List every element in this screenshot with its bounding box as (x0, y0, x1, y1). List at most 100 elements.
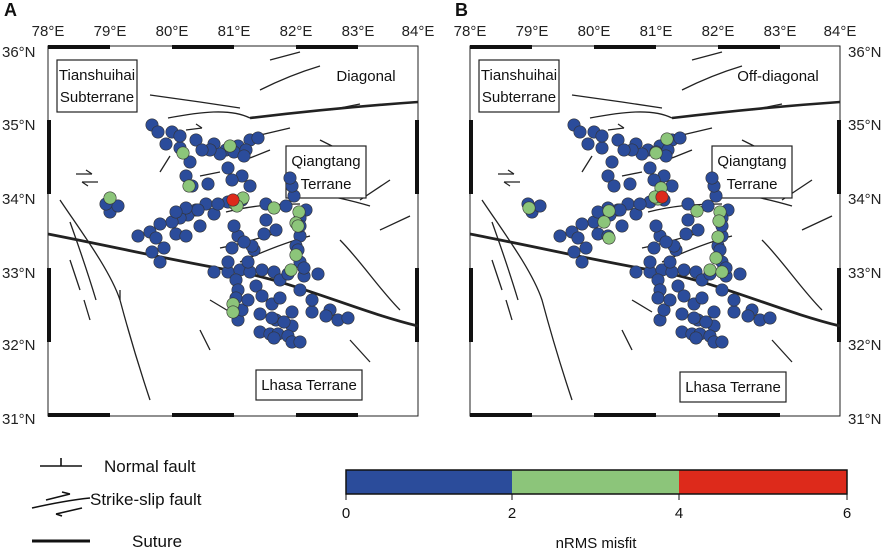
colorbar-bin (679, 470, 847, 494)
stations-b (521, 118, 777, 349)
station-blue (573, 125, 587, 139)
station-blue (733, 267, 747, 281)
tianshuihai-box: Tianshuihai Subterrane (478, 59, 560, 113)
station-blue (191, 203, 205, 217)
lon-label: 80°E (156, 23, 189, 40)
lhasa-label: Lhasa Terrane (685, 379, 781, 396)
station-blue (145, 245, 159, 259)
qiangtang-label-2: Terrane (727, 176, 778, 193)
strike-slip-fault-label: Strike-slip fault (90, 490, 202, 509)
station-blue (575, 255, 589, 269)
station-blue (681, 197, 695, 211)
station-blue (255, 263, 269, 277)
station-green (182, 179, 196, 193)
station-green (709, 251, 723, 265)
lat-label: 34°N (2, 191, 36, 208)
normal-fault-label: Normal fault (104, 457, 196, 476)
station-green (291, 219, 305, 233)
station-blue (237, 149, 251, 163)
colorbar-tick: 0 (342, 505, 350, 522)
station-blue (157, 241, 171, 255)
station-blue (243, 179, 257, 193)
lon-label: 83°E (764, 23, 797, 40)
station-green (649, 146, 663, 160)
station-blue (571, 231, 585, 245)
station-blue (601, 169, 615, 183)
station-blue (179, 229, 193, 243)
station-blue (715, 283, 729, 297)
station-red (226, 193, 240, 207)
station-green (597, 215, 611, 229)
station-blue (741, 309, 755, 323)
station-blue (283, 171, 297, 185)
station-blue (151, 125, 165, 139)
lon-labels-a: 78°E 79°E 80°E 81°E 82°E 83°E 84°E (32, 23, 435, 40)
station-blue (633, 197, 647, 211)
station-blue (285, 305, 299, 319)
tianshuihai-label-2: Subterrane (60, 89, 134, 106)
lon-label: 81°E (640, 23, 673, 40)
qiangtang-label-2: Terrane (301, 176, 352, 193)
station-blue (567, 245, 581, 259)
colorbar-tick: 6 (843, 505, 851, 522)
map-border-ticks (47, 45, 419, 417)
station-green (712, 214, 726, 228)
colorbar: 0 2 4 6 nRMS misfit (342, 469, 851, 552)
station-blue (595, 129, 609, 143)
station-blue (763, 311, 777, 325)
station-blue (227, 219, 241, 233)
station-green (690, 204, 704, 218)
station-blue (277, 315, 291, 329)
station-blue (305, 305, 319, 319)
panel-a-mode-label: Diagonal (336, 68, 395, 85)
station-blue (253, 307, 267, 321)
station-blue (649, 219, 663, 233)
station-blue (613, 203, 627, 217)
station-blue (691, 223, 705, 237)
stations-a (99, 118, 355, 349)
station-blue (341, 311, 355, 325)
station-blue (677, 263, 691, 277)
station-green (267, 201, 281, 215)
station-blue (727, 305, 741, 319)
station-blue (643, 255, 657, 269)
station-blue (169, 205, 183, 219)
colorbar-tick: 4 (675, 505, 683, 522)
station-blue (305, 293, 319, 307)
station-green (284, 263, 298, 277)
lhasa-box: Lhasa Terrane (255, 369, 363, 401)
station-blue (153, 217, 167, 231)
station-green (176, 146, 190, 160)
station-blue (659, 235, 673, 249)
lon-label: 82°E (280, 23, 313, 40)
station-blue (267, 331, 281, 345)
station-blue (319, 309, 333, 323)
tianshuihai-label-2: Subterrane (482, 89, 556, 106)
station-blue (615, 219, 629, 233)
station-blue (265, 311, 279, 325)
lon-label: 80°E (578, 23, 611, 40)
station-blue (279, 199, 293, 213)
lat-label: 31°N (848, 411, 882, 428)
station-blue (695, 291, 709, 305)
station-blue (259, 213, 273, 227)
station-blue (699, 315, 713, 329)
station-blue (607, 179, 621, 193)
station-green (289, 248, 303, 262)
station-blue (727, 293, 741, 307)
qiangtang-box: Qiangtang Terrane (711, 145, 793, 199)
normal-fault-symbol (40, 458, 82, 467)
station-blue (647, 241, 661, 255)
lat-label: 33°N (2, 265, 36, 282)
station-blue (623, 177, 637, 191)
station-green (602, 231, 616, 245)
panel-a-letter: A (4, 0, 17, 20)
station-blue (207, 265, 221, 279)
station-blue (255, 289, 269, 303)
station-blue (269, 223, 283, 237)
station-blue (553, 229, 567, 243)
station-blue (643, 161, 657, 175)
station-blue (671, 279, 685, 293)
colorbar-frame (345, 469, 848, 495)
fault-legend: Normal fault Strike-slip fault Suture (31, 457, 202, 551)
